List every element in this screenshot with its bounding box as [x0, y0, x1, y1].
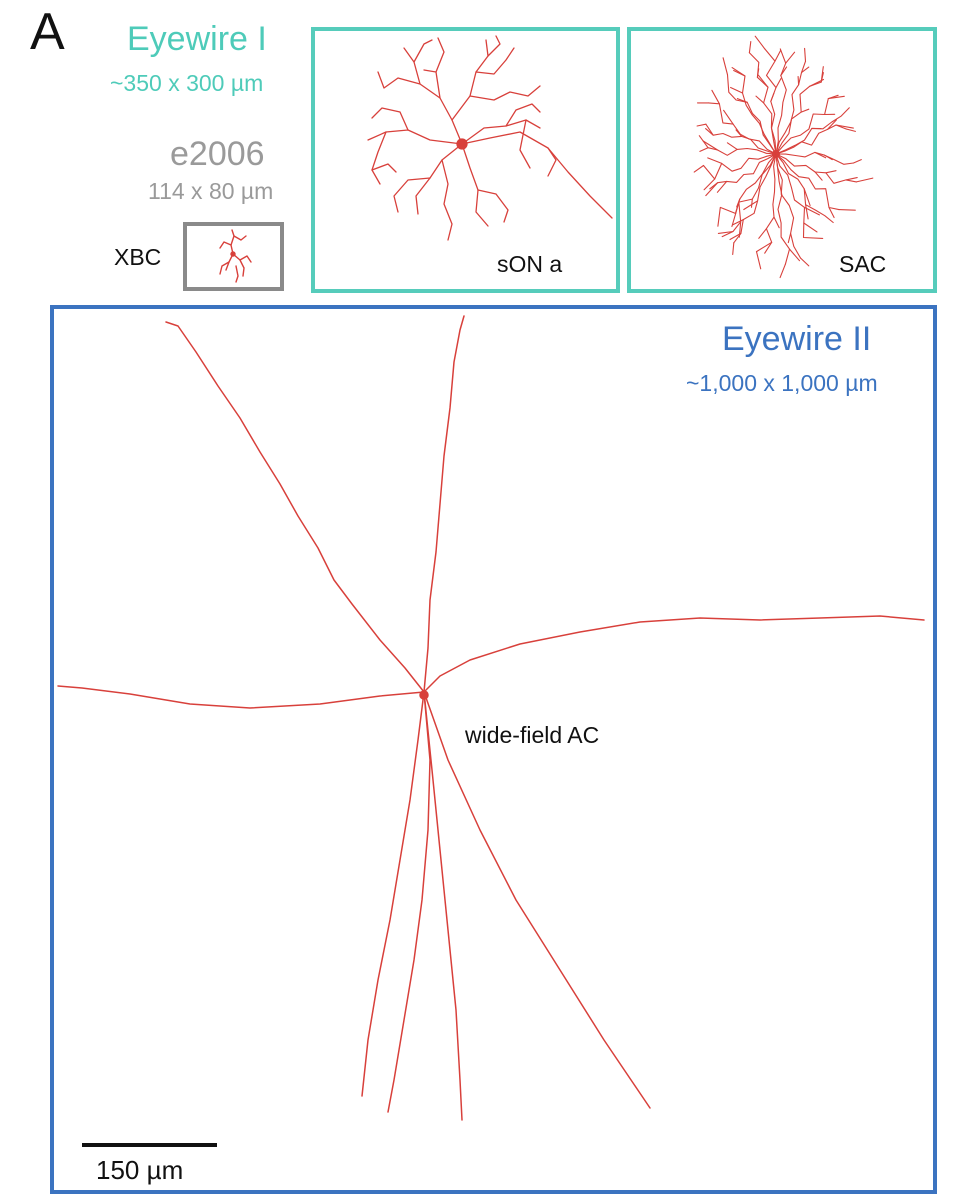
- sac-dendrite-twig: [852, 159, 862, 164]
- sac-dendrite-twig: [787, 232, 792, 244]
- sona-label: sON a: [497, 251, 563, 277]
- sac-dendrite: [709, 153, 777, 190]
- sac-dendrite-twig: [743, 200, 759, 211]
- sac-dendrite-twig: [748, 41, 752, 54]
- sac-dendrite-twig: [732, 242, 735, 256]
- sac-dendrite-twig: [788, 248, 801, 262]
- sac-dendrite-twig: [758, 228, 767, 239]
- sac-dendrite-twig: [803, 222, 818, 233]
- scale-bar-label: 150 µm: [96, 1155, 184, 1185]
- sac-dendrite-twig: [755, 95, 765, 104]
- xbc-neuron: [219, 229, 252, 283]
- sac-dendrite-twig: [735, 129, 743, 137]
- sac-dendrite: [702, 153, 777, 180]
- sac-dendrite-twig: [738, 221, 742, 238]
- sac-dendrite-twig: [721, 230, 734, 238]
- e2006-dimensions: 114 x 80 µm: [148, 178, 274, 204]
- sac-dendrite-twig: [855, 177, 874, 183]
- sac-dendrite: [775, 153, 802, 259]
- sac-dendrite: [755, 153, 777, 253]
- sac-dendrite: [775, 66, 824, 155]
- sac-dendrite: [775, 153, 791, 265]
- sac-dendrite-twig: [775, 78, 782, 89]
- sac-dendrite-twig: [835, 124, 854, 129]
- sac-dendrite-twig: [774, 49, 782, 62]
- widefield-ac-label: wide-field AC: [465, 722, 600, 748]
- sac-dendrite-twig: [804, 47, 807, 62]
- sac-neuron: [693, 35, 874, 279]
- eyewire1-title: Eyewire I: [127, 20, 267, 58]
- scale-bar: [82, 1143, 217, 1147]
- sac-dendrite-twig: [799, 257, 810, 267]
- sac-dendrite-twig: [696, 123, 707, 127]
- eyewire2-dimensions: ~1,000 x 1,000 µm: [686, 370, 878, 396]
- sac-dendrite-twig: [732, 219, 744, 226]
- sac-dendrite-twig: [716, 180, 728, 193]
- sac-dendrite-twig: [755, 251, 762, 270]
- sac-dendrite-twig: [773, 216, 780, 229]
- sac-dendrite-twig: [779, 263, 786, 279]
- sac-dendrite-twig: [707, 157, 723, 164]
- sac-dendrite-twig: [800, 108, 810, 113]
- sac-dendrite-twig: [722, 57, 729, 76]
- sac-dendrite-twig: [828, 206, 835, 219]
- sac-dendrite: [733, 153, 777, 244]
- sac-dendrite-twig: [826, 119, 837, 130]
- sac-dendrite-twig: [803, 206, 820, 216]
- sac-frame: SAC: [627, 27, 937, 293]
- sac-dendrite: [717, 153, 777, 234]
- sac-dendrite: [705, 123, 777, 155]
- xbc-label: XBC: [114, 244, 162, 270]
- sac-dendrite: [717, 153, 777, 227]
- sac-dendrite-twig: [723, 109, 734, 125]
- sac-dendrite: [775, 153, 840, 211]
- sona-frame: sON a: [311, 27, 620, 293]
- sac-dendrite: [748, 52, 777, 155]
- sac-dendrite-twig: [693, 164, 705, 173]
- sac-dendrite: [775, 153, 834, 224]
- sac-dendrite: [775, 124, 847, 155]
- sac-dendrite: [775, 51, 796, 155]
- sac-dendrite: [726, 74, 777, 155]
- sac-dendrite-twig: [703, 178, 716, 191]
- sac-dendrite: [733, 69, 777, 155]
- eyewire1-dimensions: ~350 x 300 µm: [110, 70, 264, 96]
- sac-dendrite-twig: [845, 128, 856, 132]
- sac-dendrite: [708, 102, 777, 155]
- sac-dendrite-twig: [702, 140, 719, 151]
- sac-dendrite: [698, 135, 777, 156]
- sac-dendrite: [775, 94, 839, 155]
- widefield-ac-neuron: [57, 315, 925, 1121]
- sona-neuron: [367, 35, 613, 241]
- sac-dendrite-twig: [699, 147, 709, 152]
- sac-dendrite: [775, 60, 807, 155]
- sac-dendrite-twig: [803, 188, 811, 207]
- sac-dendrite-twig: [764, 241, 773, 254]
- eyewire2-frame: [50, 305, 937, 1194]
- e2006-title: e2006: [170, 135, 265, 173]
- sac-dendrite-twig: [731, 212, 737, 228]
- sac-dendrite-twig: [779, 48, 787, 64]
- sac-dendrite-twig: [711, 89, 720, 105]
- sac-dendrite: [775, 153, 857, 184]
- sac-dendrite: [775, 151, 855, 165]
- e2006-frame: [183, 222, 284, 291]
- sac-dendrite-twig: [726, 142, 738, 150]
- sac-dendrite: [775, 107, 850, 155]
- panel-letter: A: [30, 3, 65, 61]
- sac-dendrite-twig: [730, 86, 744, 94]
- sac-label: SAC: [839, 251, 887, 277]
- sac-dendrite-twig: [845, 177, 858, 181]
- sac-dendrite: [775, 153, 824, 239]
- eyewire2-title: Eyewire II: [722, 320, 872, 358]
- sac-dendrite-twig: [838, 209, 856, 211]
- sac-dendrite: [764, 48, 777, 155]
- sac-dendrite-twig: [805, 204, 809, 220]
- sac-dendrite-twig: [750, 198, 753, 208]
- sac-dendrite-twig: [825, 170, 837, 174]
- sac-dendrite-twig: [800, 66, 810, 74]
- sac-dendrite-twig: [814, 171, 823, 181]
- sac-dendrite-twig: [754, 35, 766, 50]
